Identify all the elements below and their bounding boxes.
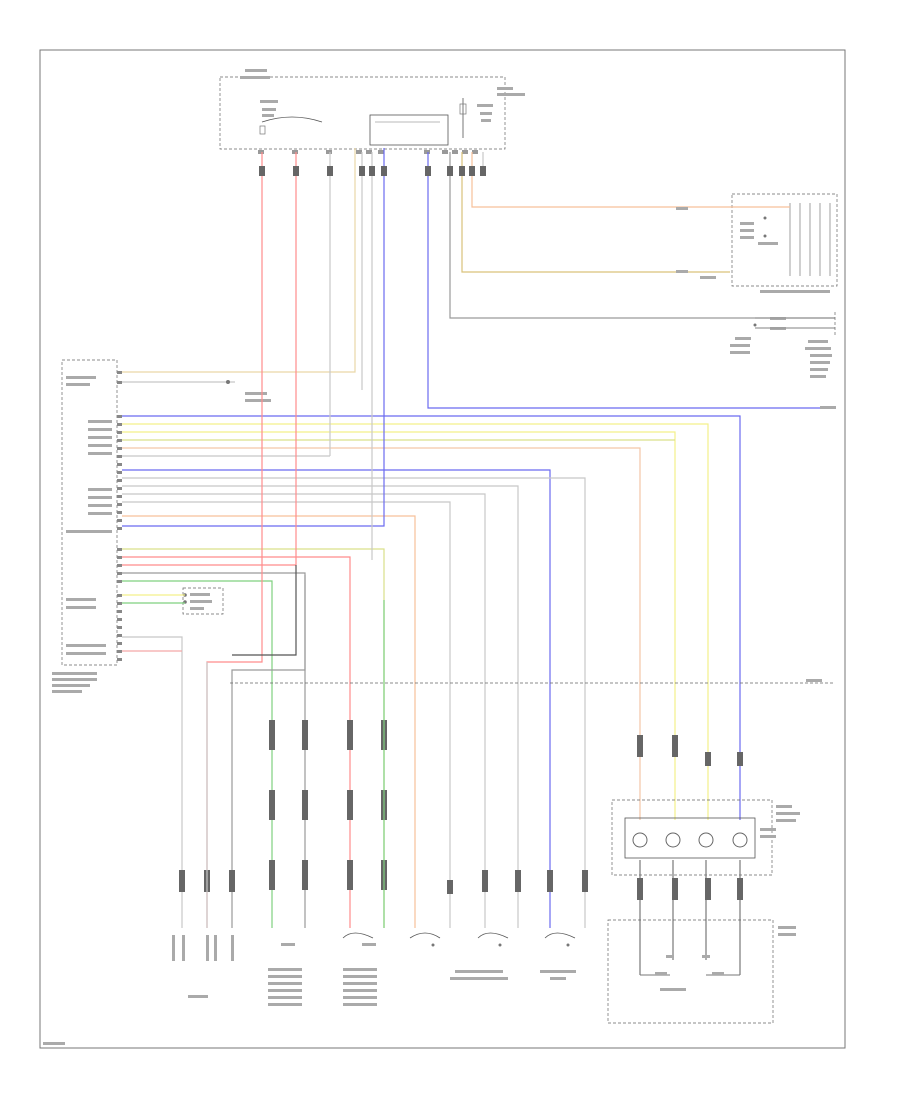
- ecu-horizontal-wires: [122, 148, 741, 928]
- sensor-assembly-right: [607, 799, 800, 1024]
- top-vertical-wires: [206, 152, 835, 928]
- junction-block-top: [219, 69, 525, 154]
- diagram-frame: [39, 49, 846, 1049]
- switch-block-left: [182, 587, 224, 615]
- right-top-component: [676, 193, 838, 409]
- bottom-components: [43, 935, 576, 1045]
- lower-vertical-wires: [206, 600, 385, 928]
- inline-connector-marks: [179, 166, 743, 900]
- bottom-connector-shapes: [342, 932, 576, 947]
- control-module-left: [52, 359, 122, 693]
